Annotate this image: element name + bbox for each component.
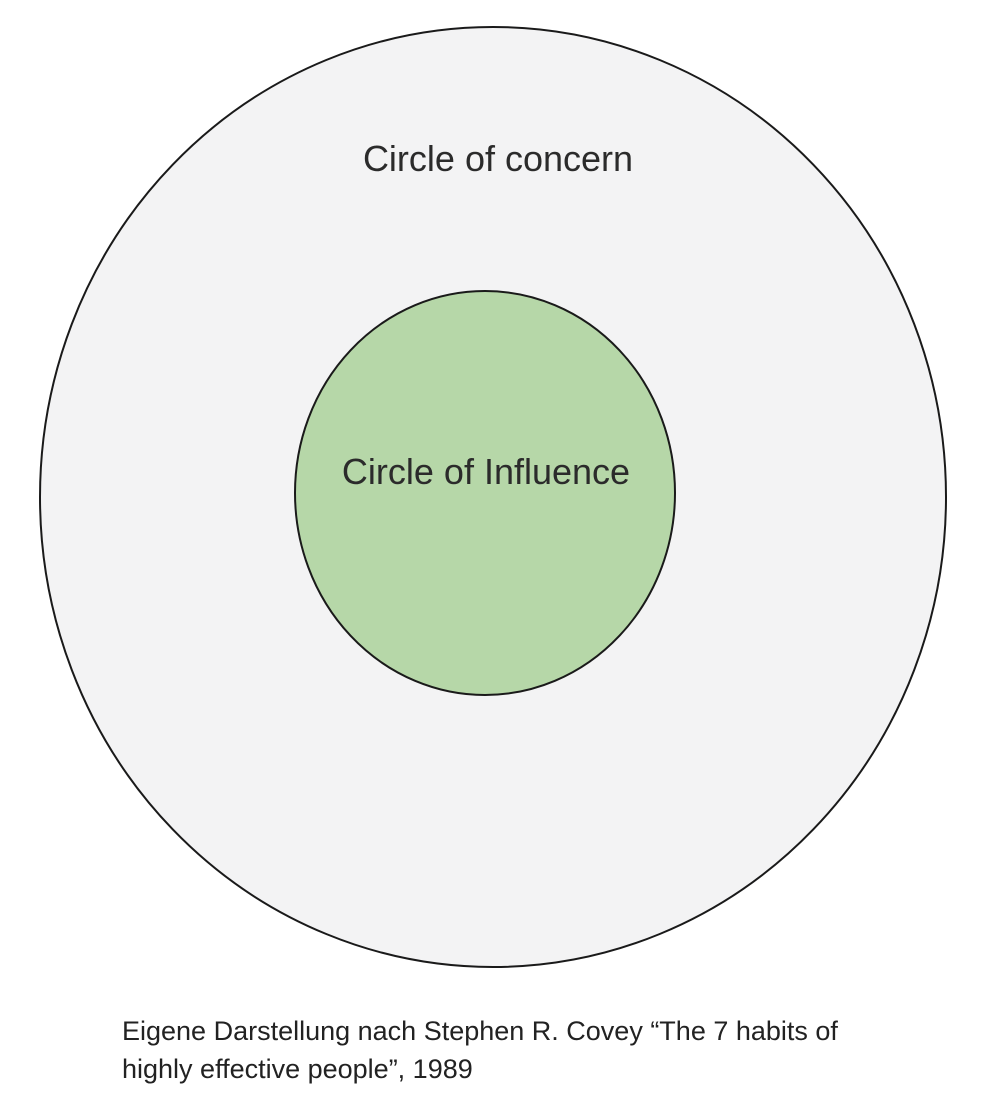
circle-of-influence-label: Circle of Influence (342, 451, 630, 492)
caption-line-1: Eigene Darstellung nach Stephen R. Covey… (122, 1016, 838, 1046)
caption-line-2: highly effective people”, 1989 (122, 1054, 473, 1084)
circle-of-concern-label: Circle of concern (363, 138, 633, 179)
circle-of-influence-shape (294, 290, 676, 696)
source-caption: Eigene Darstellung nach Stephen R. Covey… (122, 1012, 922, 1088)
